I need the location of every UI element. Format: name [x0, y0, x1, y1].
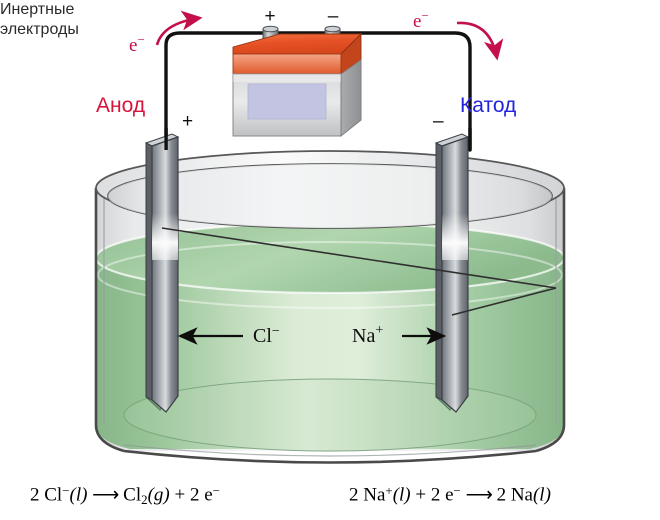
eq-coeff: 2 [30, 484, 40, 506]
inert-electrodes-line-1: Инертные [0, 1, 75, 18]
eq-coeff-3: 2 [496, 484, 507, 506]
eq-arrow: ⟶ [465, 484, 493, 506]
inert-electrodes-callout: Инертные электроды [0, 0, 105, 40]
eq-species: Na [363, 484, 386, 506]
electrode-minus-sign: – [433, 111, 444, 132]
battery-top-face [232, 33, 363, 55]
eq-coeff: 2 [349, 484, 359, 506]
electron-label-left: e− [129, 32, 145, 56]
battery-body-side [340, 59, 362, 138]
eq-coeff-3: 2 [189, 484, 200, 506]
eq-charge-3: − [212, 483, 220, 498]
callout-leader-lines [161, 227, 557, 316]
battery-plus-sign: + [264, 6, 275, 27]
eq-species-3: e [204, 484, 213, 506]
electron-label-right: e− [413, 8, 429, 32]
battery [232, 25, 363, 138]
anode-label: Анод [96, 94, 146, 117]
eq-species: Cl [44, 484, 63, 506]
circuit-wire [164, 31, 472, 152]
eq-species-2: e [445, 484, 454, 506]
eq-state-3: (l) [532, 484, 551, 506]
eq-state: (l) [392, 484, 411, 506]
eq-coeff-2: 2 [430, 484, 441, 506]
battery-label-panel [247, 83, 327, 120]
eq-species-3: Na [510, 484, 533, 506]
electrode-anode [144, 128, 180, 413]
beaker-floor [123, 378, 537, 452]
eq-charge-2: − [453, 483, 461, 498]
battery-band [232, 53, 342, 75]
eq-charge: − [62, 483, 70, 498]
cathode-half-reaction: 2 Na+(l) + 2 e− ⟶ 2 Na(l) [349, 483, 551, 506]
eq-species-2: Cl [123, 484, 142, 506]
eq-arrow: ⟶ [92, 484, 119, 506]
inert-electrodes-line-2: электроды [0, 21, 79, 38]
cathode-label: Катод [460, 94, 517, 117]
eq-state-2: (g) [147, 484, 170, 506]
eq-charge: + [385, 483, 393, 498]
anode-half-reaction: 2 Cl−(l) ⟶ Cl2(g) + 2 e− [30, 483, 220, 508]
eq-state: (l) [69, 484, 88, 506]
electrode-plus-sign: + [182, 111, 193, 132]
eq-plus: + [415, 484, 427, 506]
eq-subscript: 2 [141, 492, 148, 508]
eq-plus: + [174, 484, 186, 506]
battery-minus-sign: – [328, 6, 339, 27]
